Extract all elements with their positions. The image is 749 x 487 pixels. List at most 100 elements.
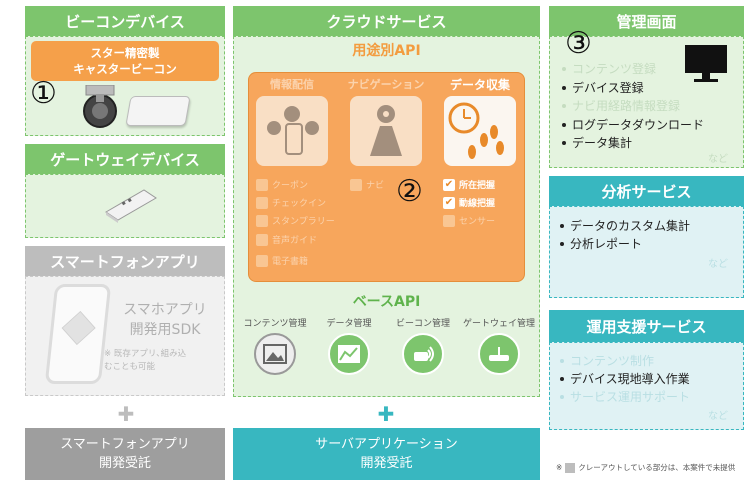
info-item-label: スタンプラリー <box>272 214 335 227</box>
cube-icon <box>62 311 96 345</box>
gateway-device-header: ゲートウェイデバイス <box>25 144 225 174</box>
marker-3: ③ <box>565 26 592 61</box>
bullet-icon <box>560 359 564 363</box>
beacon-device-title: ビーコンデバイス <box>65 11 185 32</box>
smartphone-app-header: スマートフォンアプリ <box>25 246 225 276</box>
mgmt-item-label: データ集計 <box>572 134 632 151</box>
server-dev-box: サーバアプリケーション 開発受託 <box>233 428 540 480</box>
bullet-icon <box>560 395 564 399</box>
mgmt-item-route-register: ナビ用経路情報登録 <box>562 97 680 114</box>
mgmt-item-log-download: ログデータダウンロード <box>562 116 704 133</box>
data-item-label: 動線把握 <box>459 196 495 209</box>
cloud-service-header: クラウドサービス <box>233 6 540 36</box>
smartphone-app-title: スマートフォンアプリ <box>50 251 200 272</box>
category-data-collection: データ収集 <box>438 76 522 93</box>
base-item-label: ゲートウェイ管理 <box>461 316 537 329</box>
image-icon <box>254 333 296 375</box>
base-content-management: コンテンツ管理 <box>239 316 311 375</box>
checkbox-checked-icon: ✔ <box>443 197 455 209</box>
chart-icon <box>328 333 370 375</box>
info-item-ebook: 電子書籍 <box>256 254 308 267</box>
castor-beacon-image <box>78 85 122 131</box>
ops-item-label: コンテンツ制作 <box>570 352 654 369</box>
ops-support-header: 運用支援サービス <box>549 310 744 342</box>
sdk-note: ※ 既存アプリ､組み込 むことも可能 <box>104 348 224 374</box>
left-plus-icon: ✚ <box>114 402 138 426</box>
data-item-location: ✔ 所在把握 <box>443 178 495 191</box>
sdk-title-line2: 開発用SDK <box>110 320 220 340</box>
bullet-icon <box>562 67 566 71</box>
checkbox-icon <box>256 179 268 191</box>
checkbox-icon <box>256 197 268 209</box>
mgmt-item-label: ログデータダウンロード <box>572 116 704 133</box>
ops-item-device-install: デバイス現地導入作業 <box>560 370 690 387</box>
category-info-delivery: 情報配信 <box>252 76 332 92</box>
base-beacon-management: ビーコン管理 <box>387 316 459 375</box>
bullet-icon <box>562 86 566 90</box>
ops-support-title: 運用支援サービス <box>586 316 706 337</box>
info-item-label: 電子書籍 <box>272 254 308 267</box>
analysis-header: 分析サービス <box>549 176 744 206</box>
data-item-label: センサー <box>459 214 495 227</box>
sdk-title-line1: スマホアプリ <box>110 300 220 320</box>
gateway-device-title: ゲートウェイデバイス <box>50 149 200 170</box>
bullet-icon <box>562 104 566 108</box>
ops-item-label: サービス運用サポート <box>570 388 690 405</box>
info-delivery-icon <box>256 96 328 166</box>
smartphone-icon <box>45 284 112 384</box>
navigation-icon <box>350 96 422 166</box>
ops-etc: など <box>708 407 728 422</box>
info-item-audio-guide: 音声ガイド <box>256 233 317 246</box>
purpose-api-title: 用途別API <box>233 40 540 60</box>
base-item-label: データ管理 <box>313 316 385 329</box>
nav-item-navi: ナビ <box>350 178 384 191</box>
footnote: ※ クレーアウトしている部分は、本案件で未提供 <box>556 462 735 473</box>
beacon-device-header: ビーコンデバイス <box>25 6 225 36</box>
info-item-label: 音声ガイド <box>272 233 317 246</box>
bullet-icon <box>560 377 564 381</box>
analysis-item-report: 分析レポート <box>560 235 642 252</box>
monitor-icon <box>684 44 728 84</box>
base-data-management: データ管理 <box>313 316 385 375</box>
smartphone-dev-box: スマートフォンアプリ 開発受託 <box>25 428 225 480</box>
ops-item-content-production: コンテンツ制作 <box>560 352 654 369</box>
sdk-title: スマホアプリ 開発用SDK <box>110 300 220 340</box>
checkbox-icon <box>256 234 268 246</box>
analysis-item-custom: データのカスタム集計 <box>560 217 690 234</box>
beacon-product-card: スター精密製 キャスタービーコン <box>31 41 219 81</box>
base-item-label: コンテンツ管理 <box>239 316 311 329</box>
footnote-mark: ※ <box>556 463 562 472</box>
data-collection-icon <box>444 96 516 166</box>
cloud-service-title: クラウドサービス <box>326 11 446 32</box>
center-plus-icon: ✚ <box>374 402 398 426</box>
data-item-flow: ✔ 動線把握 <box>443 196 495 209</box>
category-navigation: ナビゲーション <box>340 76 432 92</box>
management-title: 管理画面 <box>616 11 676 32</box>
mgmt-item-data-aggregate: データ集計 <box>562 134 632 151</box>
checkbox-icon <box>350 179 362 191</box>
footnote-text: クレーアウトしている部分は、本案件で未提供 <box>578 462 735 473</box>
router-icon <box>478 333 520 375</box>
gateway-device-image <box>100 186 160 224</box>
bullet-icon <box>562 123 566 127</box>
info-item-checkin: チェックイン <box>256 196 326 209</box>
analysis-item-label: 分析レポート <box>570 235 642 252</box>
marker-1: ① <box>30 76 57 111</box>
nav-item-label: ナビ <box>366 178 384 191</box>
info-item-coupon: クーポン <box>256 178 308 191</box>
mgmt-item-content-register: コンテンツ登録 <box>562 60 656 77</box>
mgmt-item-device-register: デバイス登録 <box>562 79 644 96</box>
info-item-label: クーポン <box>272 178 308 191</box>
bullet-icon <box>560 224 564 228</box>
analysis-title: 分析サービス <box>601 181 691 202</box>
ops-item-label: デバイス現地導入作業 <box>570 370 690 387</box>
info-item-stamp: スタンプラリー <box>256 214 335 227</box>
data-item-label: 所在把握 <box>459 178 495 191</box>
checkbox-checked-icon: ✔ <box>443 179 455 191</box>
gray-swatch-icon <box>565 463 575 473</box>
checkbox-icon <box>443 215 455 227</box>
mgmt-item-label: コンテンツ登録 <box>572 60 656 77</box>
base-api-title: ベースAPI <box>233 291 540 311</box>
ops-item-service-support: サービス運用サポート <box>560 388 690 405</box>
info-item-label: チェックイン <box>272 196 326 209</box>
